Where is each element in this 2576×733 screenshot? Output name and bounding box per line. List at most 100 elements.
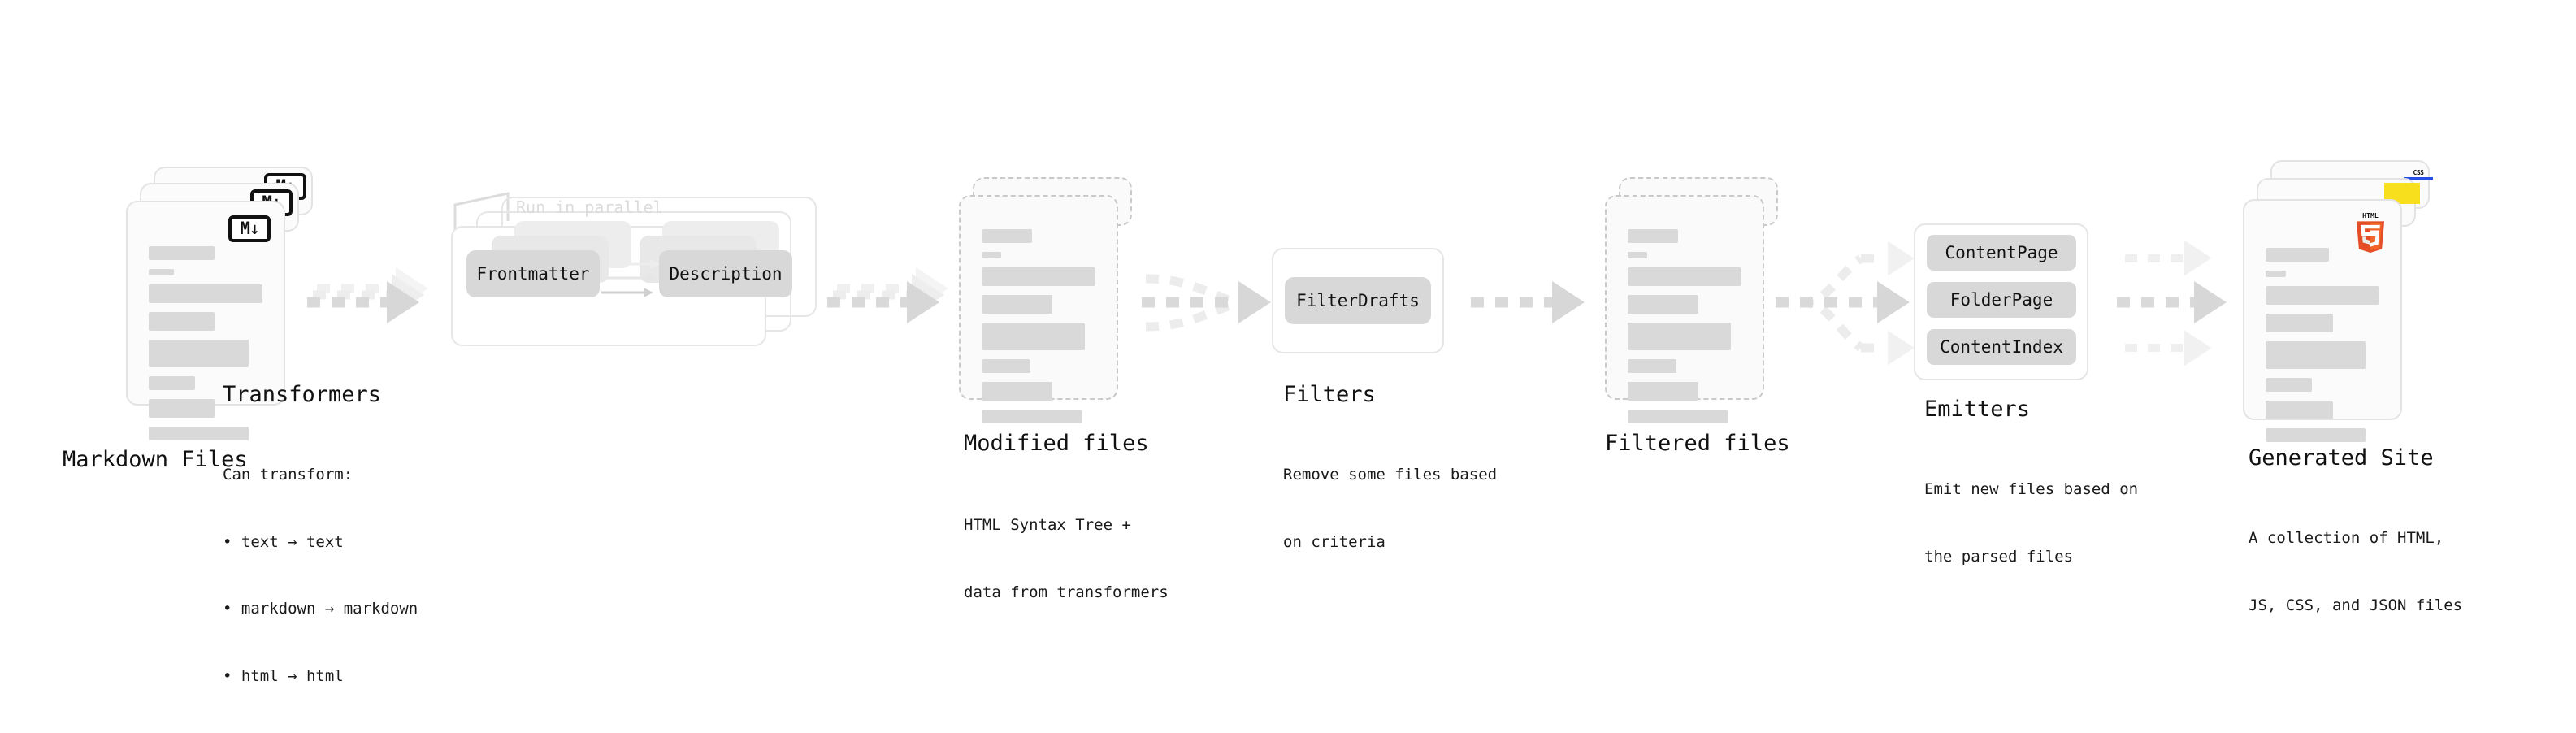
skeleton-bar [1628,382,1698,401]
conn-md-to-transformers [307,267,428,323]
filtered-files-title: Filtered files [1605,431,1790,456]
filters-caption: Remove some files based on criteria [1283,419,1497,598]
transformers-title: Transformers [223,382,382,407]
caption-line: Can transform: [223,466,353,484]
skeleton-bar [982,382,1052,401]
skeleton-bar [149,376,196,390]
caption-bullet: • markdown → markdown [223,600,418,618]
skeleton-bar [1628,359,1677,373]
skeleton-bar [149,246,215,260]
emitter-chip-label: ContentIndex [1940,337,2063,357]
html5-badge-wrapper: HTML [2352,210,2389,256]
generated-site-card-stack: CSS HTML [2243,160,2438,442]
markdown-icon: M↓ [228,215,271,242]
caption-line: the parsed files [1924,547,2074,566]
emitters-group: ContentPage FolderPage ContentIndex [1914,223,2117,386]
filtered-sheet-front [1605,195,1764,423]
skeleton-bar [2266,248,2330,262]
modified-files-card-stack [959,177,1146,423]
skeleton-bar [149,312,215,331]
skeleton-bar [1628,295,1698,314]
transformer-inner-arrows [601,259,660,297]
markdown-skeleton-body [149,246,262,449]
skeleton-bar [149,427,249,440]
markdown-badge-front: M↓ [228,215,271,242]
conn-filtered-to-emitters [1776,241,1915,366]
css-icon-underline [2404,177,2433,180]
emitters-caption: Emit new files based on the parsed files [1924,434,2138,613]
generated-sheet-front: HTML [2243,199,2402,442]
emitter-chip-folderpage[interactable]: FolderPage [1927,282,2076,318]
skeleton-bar [1628,267,1741,286]
modified-files-title: Modified files [964,431,1149,456]
pipeline-diagram: M↓ M↓ M↓ Markdown Files [63,160,2462,685]
skeleton-bar [982,359,1031,373]
skeleton-bar [1628,229,1678,243]
transformer-chip-description[interactable]: Description [659,250,792,297]
skeleton-bar [982,323,1086,350]
markdown-files-title: Markdown Files [63,447,248,472]
transformers-group: Frontmatter Description [443,187,825,362]
generated-skeleton-body [2266,248,2379,451]
caption-bullet: • text → text [223,532,344,551]
transformers-caption: Can transform: • text → text • markdown … [223,419,418,733]
generated-site-caption: A collection of HTML, JS, CSS, and JSON … [2249,483,2462,661]
skeleton-bar [2266,286,2379,305]
skeleton-bar [2266,401,2333,419]
skeleton-bar [982,295,1052,314]
filtered-files-card-stack [1605,177,1792,423]
emitter-chip-label: FolderPage [1949,290,2053,310]
markdown-files-card-stack: M↓ M↓ M↓ [126,167,313,440]
skeleton-bar [2266,271,2287,277]
filter-chip-filterdrafts[interactable]: FilterDrafts [1285,277,1431,324]
caption-line: data from transformers [964,583,1169,601]
conn-emitters-to-site [2117,240,2227,366]
filters-title: Filters [1283,382,1376,407]
emitter-chip-contentpage[interactable]: ContentPage [1927,235,2076,271]
emitter-chip-contentindex[interactable]: ContentIndex [1927,329,2076,365]
modified-sheet-front [959,195,1118,423]
skeleton-bar [982,229,1032,243]
modified-skeleton-body [982,229,1095,432]
caption-line: A collection of HTML, [2249,529,2444,548]
modified-files-caption: HTML Syntax Tree + data from transformer… [964,470,1169,648]
skeleton-bar [149,340,249,367]
skeleton-bar [1628,410,1728,423]
svg-text:HTML: HTML [2362,211,2379,219]
caption-line: on criteria [1283,532,1386,551]
emitter-chip-label: ContentPage [1945,243,2058,262]
caption-line: Remove some files based [1283,466,1498,484]
skeleton-bar [149,269,174,275]
filters-group: FilterDrafts [1272,248,1475,358]
filter-chip-label: FilterDrafts [1296,291,1420,310]
skeleton-bar [982,410,1082,423]
html5-icon: HTML [2356,211,2385,253]
caption-line: Emit new files based on [1924,480,2139,499]
skeleton-bar [2266,428,2366,442]
conn-modified-to-filters [1142,274,1271,332]
filtered-skeleton-body [1628,229,1741,432]
skeleton-bar [1628,323,1732,350]
skeleton-bar [982,267,1095,286]
emitters-title: Emitters [1924,397,2031,422]
transformer-chip-label: Frontmatter [476,264,590,284]
css-icon: CSS [2404,170,2433,180]
skeleton-bar [1628,252,1647,258]
skeleton-bar [982,252,1001,258]
transformer-chip-frontmatter[interactable]: Frontmatter [466,250,600,297]
markdown-sheet-front: M↓ [126,201,285,440]
css-icon-label: CSS [2413,169,2424,176]
run-in-parallel-label: Run in parallel [516,197,663,217]
skeleton-bar [149,399,215,418]
caption-line: HTML Syntax Tree + [964,516,1131,535]
transformer-chip-label: Description [669,264,783,284]
caption-line: JS, CSS, and JSON files [2249,596,2463,614]
skeleton-bar [2266,378,2313,392]
skeleton-bar [149,284,262,303]
css-badge-wrapper: CSS [2404,170,2433,180]
caption-bullet: • html → html [223,667,344,686]
skeleton-bar [2266,314,2333,332]
conn-filters-to-filtered [1471,281,1585,323]
generated-site-title: Generated Site [2249,445,2434,471]
skeleton-bar [2266,341,2366,369]
